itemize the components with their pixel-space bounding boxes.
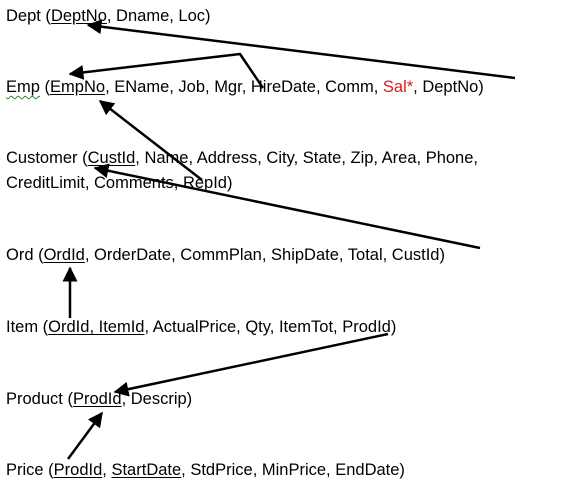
- primary-key: StartDate: [111, 461, 182, 479]
- attribute-text: Dept (: [6, 7, 51, 25]
- attribute-text: , Descrip): [121, 390, 193, 408]
- relation-product-line: Product (ProdId, Descrip): [6, 387, 192, 412]
- attribute-text: Product (: [6, 390, 73, 408]
- relation-product: Product (ProdId, Descrip): [6, 387, 192, 412]
- emp-mgr-to-empno-arrow: [68, 52, 265, 89]
- attribute-text: , EName, Job, Mgr, HireDate, Comm,: [105, 78, 383, 96]
- attribute-text: , OrderDate, CommPlan, ShipDate, Total, …: [84, 246, 445, 264]
- attribute-text: , Dname, Loc): [106, 7, 211, 25]
- relation-price: Price (ProdId, StartDate, StdPrice, MinP…: [6, 458, 405, 483]
- relation-item-line: Item (OrdId, ItemId, ActualPrice, Qty, I…: [6, 315, 396, 340]
- attribute-text: , ActualPrice, Qty, ItemTot, ProdId): [144, 318, 397, 336]
- primary-key: OrdId, ItemId: [48, 318, 145, 336]
- relation-ord-line: Ord (OrdId, OrderDate, CommPlan, ShipDat…: [6, 243, 445, 268]
- relation-emp: Emp (EmpNo, EName, Job, Mgr, HireDate, C…: [6, 75, 484, 100]
- relation-name: Emp: [6, 78, 40, 96]
- primary-key: ProdId: [53, 461, 103, 479]
- derived-attribute: Sal*: [382, 78, 414, 96]
- attribute-text: CreditLimit, Comments, RepId): [6, 174, 233, 192]
- customer-repid-to-empno-arrow: [98, 100, 203, 181]
- primary-key: CustId: [87, 149, 136, 167]
- relation-price-line: Price (ProdId, StartDate, StdPrice, MinP…: [6, 458, 405, 483]
- relation-item: Item (OrdId, ItemId, ActualPrice, Qty, I…: [6, 315, 396, 340]
- emp-deptno-to-dept-arrow: [86, 19, 516, 80]
- attribute-text: ,: [102, 461, 112, 479]
- attribute-text: Price (: [6, 461, 54, 479]
- attribute-text: Ord (: [6, 246, 44, 264]
- attribute-text: , DeptNo): [413, 78, 484, 96]
- attribute-text: , StdPrice, MinPrice, EndDate): [181, 461, 405, 479]
- relation-dept: Dept (DeptNo, Dname, Loc): [6, 4, 211, 29]
- relation-dept-line: Dept (DeptNo, Dname, Loc): [6, 4, 211, 29]
- price-prodid-to-product-arrow: [66, 411, 104, 460]
- primary-key: EmpNo: [50, 78, 106, 96]
- relation-ord: Ord (OrdId, OrderDate, CommPlan, ShipDat…: [6, 243, 445, 268]
- item-prodid-to-product-arrow: [113, 332, 389, 397]
- primary-key: OrdId: [43, 246, 85, 264]
- relation-customer-line: CreditLimit, Comments, RepId): [6, 171, 478, 196]
- primary-key: ProdId: [72, 390, 122, 408]
- attribute-text: Item (: [6, 318, 49, 336]
- relation-emp-line: Emp (EmpNo, EName, Job, Mgr, HireDate, C…: [6, 75, 484, 100]
- ord-custid-to-customer-arrow: [93, 163, 481, 250]
- attribute-text: Customer (: [6, 149, 88, 167]
- attribute-text: (: [39, 78, 51, 96]
